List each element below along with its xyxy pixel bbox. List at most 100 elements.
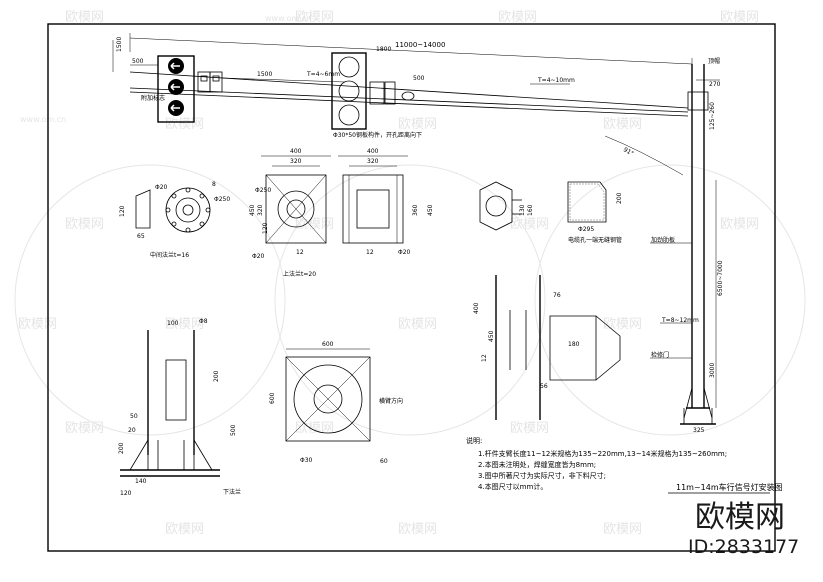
dim-450: 450 xyxy=(488,330,495,342)
dim-1500: 1500 xyxy=(257,71,272,78)
dim-h1: 450 xyxy=(249,204,256,216)
dim-d2: Φ20 xyxy=(252,253,265,260)
dim-d4: 65 xyxy=(137,233,145,240)
dim-200b: 200 xyxy=(118,442,125,454)
signal-pole: T=8~12mm 加劲肋板 检修门 6500~7000 3000 325 xyxy=(650,64,724,434)
note-item: 3.图中所著尺寸为实际尺寸，非下料尺寸; xyxy=(478,471,606,480)
dim-500b: 500 xyxy=(413,75,425,82)
dim-h1: 450 xyxy=(427,204,434,216)
dim-500: 500 xyxy=(230,424,237,436)
dim-200: 200 xyxy=(213,370,220,382)
flange-top: 400 320 450 320 120 Φ250 Φ20 12 上法兰t=20 xyxy=(249,148,331,278)
signal-head xyxy=(331,52,367,130)
arrow-sign xyxy=(157,55,195,123)
watermark-layer: 欧模网 欧模网 欧模网 欧模网 www.om.cn 欧模网 欧模网 欧模网 ww… xyxy=(14,10,806,537)
dim-w: 600 xyxy=(322,341,334,348)
dim-120: 120 xyxy=(120,490,132,497)
dim-span: 11000~14000 xyxy=(395,41,445,49)
dim-100: 100 xyxy=(167,320,179,327)
watermark-text: 欧模网 xyxy=(18,317,57,332)
sign-label: 附加标志 xyxy=(141,94,165,102)
dim-180: 180 xyxy=(568,341,580,348)
dim-50: 50 xyxy=(130,413,138,420)
note-item: 1.杆件支臂长度11~12米规格为135~220mm,13~14米规格为135~… xyxy=(478,449,727,458)
dim-d1: Φ30 xyxy=(300,457,313,464)
dim-130: 130 xyxy=(519,204,526,216)
watermark-site: www.om.cn xyxy=(20,115,66,124)
watermark-text: 欧模网 xyxy=(165,317,204,332)
watermark-text: 欧模网 xyxy=(603,117,642,132)
dim-140: 140 xyxy=(135,478,147,485)
t-pole: T=8~12mm xyxy=(661,317,699,324)
dim-56: 56 xyxy=(540,383,548,390)
dim-200: 200 xyxy=(616,192,623,204)
watermark-text: 欧模网 xyxy=(398,317,437,332)
dim-295: Φ295 xyxy=(578,226,594,233)
flange-middle: 120 65 Φ20 8 Φ250 中间法兰t=16 xyxy=(119,181,230,259)
section-a: 130 160 xyxy=(479,181,534,231)
dim-60: Φ8 xyxy=(199,318,208,325)
watermark-text: 欧模网 xyxy=(720,10,759,25)
dim-h3: 120 xyxy=(262,222,269,234)
dim-w2: 320 xyxy=(290,158,302,165)
section-b-label: 电缆孔一端无缝钢管 xyxy=(568,236,622,244)
dim-d2: Φ20 xyxy=(155,184,168,191)
dim-1800: 1800 xyxy=(376,46,391,53)
note-box: Φ30*50钢板构件，开孔距离向下 xyxy=(333,131,422,139)
watermark-text: 欧模网 xyxy=(720,217,759,232)
watermark-text: 欧模网 xyxy=(65,421,104,436)
watermark-text: 欧模网 xyxy=(398,117,437,132)
dim-h2: 320 xyxy=(257,204,264,216)
watermark-text: 欧模网 xyxy=(165,117,204,132)
dim-12: 12 xyxy=(481,354,488,362)
label-door: 检修门 xyxy=(651,351,669,359)
dim-d3: 12 xyxy=(296,249,304,256)
dim-d2: 60 xyxy=(380,458,388,465)
dim-w2: 320 xyxy=(367,158,379,165)
t-arm2: T=4~10mm xyxy=(537,77,575,84)
flange-top-title: 上法兰t=20 xyxy=(283,270,316,278)
angle-label: 91° xyxy=(622,146,635,157)
drawing-border xyxy=(47,23,776,552)
note-item: 4.本图尺寸以mm计。 xyxy=(478,482,547,491)
dim-w1: 400 xyxy=(290,148,302,155)
dim-d1: Φ250 xyxy=(214,196,230,203)
dim-d1: Φ250 xyxy=(255,187,271,194)
dim-d3: 120 xyxy=(119,205,126,217)
watermark-text: 欧模网 xyxy=(295,421,334,436)
dim-125: 125~260 xyxy=(709,102,716,130)
dim-h2: 3000 xyxy=(709,363,716,378)
dim-d2: Φ20 xyxy=(398,249,411,256)
dim-160: 160 xyxy=(527,204,534,216)
watermark-text: 欧模网 xyxy=(165,522,204,537)
notes: 说明: 1.杆件支臂长度11~12米规格为135~220mm,13~14米规格为… xyxy=(466,436,727,491)
dim-325: 325 xyxy=(693,427,705,434)
signal-arm: 11000~14000 1500 500 附加标志 1500 T=4~6mm Φ… xyxy=(112,33,721,176)
flange-side: 400 320 450 360 12 Φ20 xyxy=(338,148,434,256)
dim-rise: 1500 xyxy=(116,37,123,52)
notes-heading: 说明: xyxy=(466,436,482,445)
watermark-text: 欧模网 xyxy=(510,217,549,232)
watermark-text: 欧模网 xyxy=(398,522,437,537)
dim-h1: 6500~7000 xyxy=(717,260,724,296)
base-plan: 600 600 Φ30 60 横臂方向 xyxy=(269,341,403,465)
label-rib: 加劲肋板 xyxy=(651,236,675,244)
watermark-text: 欧模网 xyxy=(510,421,549,436)
watermark-text: 欧模网 xyxy=(65,217,104,232)
watermark-text: 欧模网 xyxy=(603,522,642,537)
base-elev-title: 下法兰 xyxy=(223,488,241,496)
dim-270: 270 xyxy=(709,81,721,88)
watermark-text: 欧模网 xyxy=(295,10,334,25)
dim-20: 20 xyxy=(128,427,136,434)
watermark-text: 欧模网 xyxy=(295,217,334,232)
dim-d5: 8 xyxy=(212,181,216,188)
brand-logo: 欧模网 xyxy=(695,500,785,535)
top-label: 顶帽 xyxy=(708,57,720,65)
dim-d1: 12 xyxy=(366,249,374,256)
base-elevation: 100 200 500 50 20 200 140 120 Φ8 下法兰 xyxy=(118,318,241,497)
dim-500a: 500 xyxy=(132,58,144,65)
joint-detail: 76 400 450 180 12 56 xyxy=(473,275,621,420)
section-b: Φ295 200 电缆孔一端无缝钢管 xyxy=(567,181,623,244)
watermark-site: www.om.cn xyxy=(265,14,311,23)
